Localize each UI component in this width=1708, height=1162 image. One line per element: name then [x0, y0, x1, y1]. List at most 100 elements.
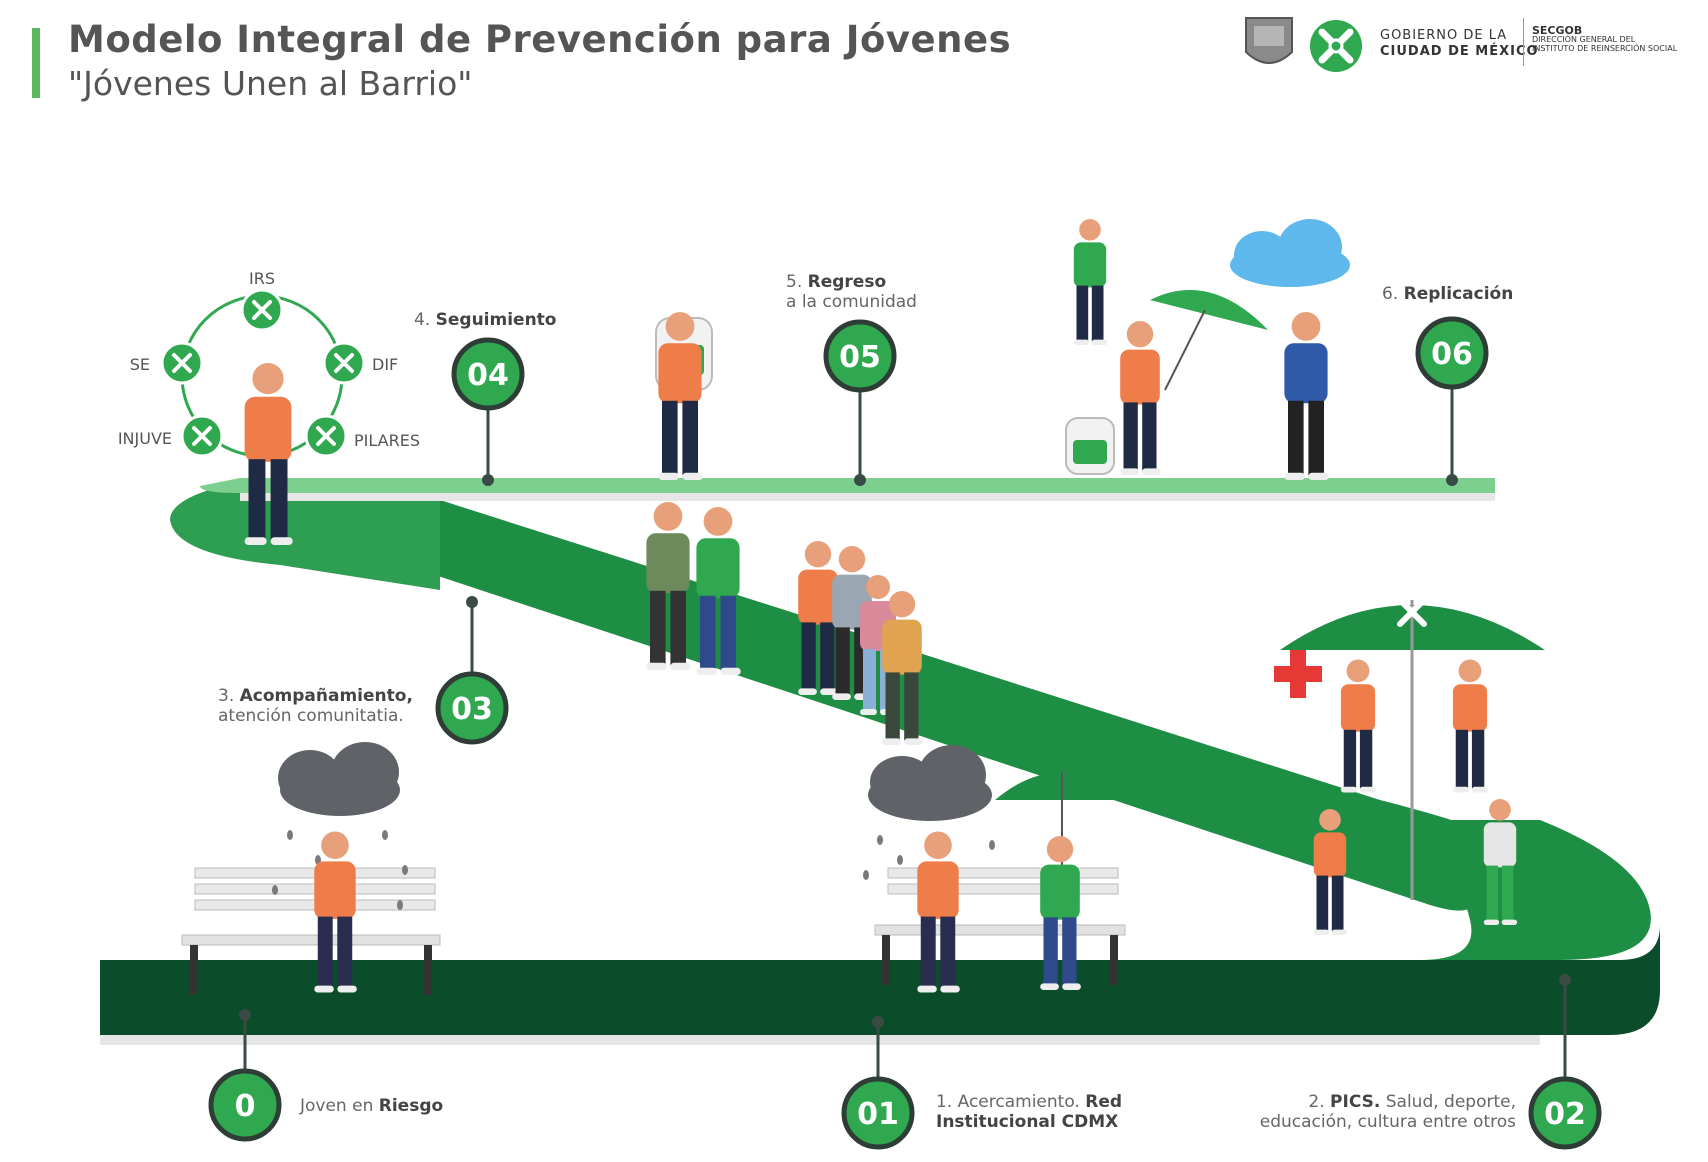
stage-3-prefix: 3.: [218, 686, 240, 706]
page-subtitle: "Jóvenes Unen al Barrio": [68, 64, 473, 103]
umbrella-icon: [995, 772, 1130, 880]
title-accent-bar: [32, 28, 40, 98]
road-bottom-shade: [100, 1035, 1540, 1045]
network-node-injuve: INJUVE: [118, 414, 224, 458]
government-logos: GOBIERNO DE LA CIUDAD DE MÉXICO SECGOB D…: [1240, 12, 1700, 78]
sec-line-3: INSTITUTO DE REINSERCIÓN SOCIAL: [1532, 44, 1678, 53]
stage-1-label: 1. Acercamiento. Red Institucional CDMX: [936, 1092, 1122, 1132]
stage-1-prefix: 1. Acercamiento.: [936, 1092, 1086, 1112]
city-shield-icon: [1245, 17, 1293, 64]
stage-number: 04: [467, 358, 509, 393]
gov-line-1: GOBIERNO DE LA: [1380, 28, 1508, 43]
road-top: [200, 478, 1495, 493]
stage-2-rest: Salud, deporte,: [1380, 1092, 1516, 1112]
person-at-risk-standing: [244, 363, 293, 545]
person-replicating: [1120, 321, 1161, 475]
stage-2-line2: educación, cultura entre otros: [1259, 1112, 1516, 1132]
person-community: [798, 541, 839, 695]
stage-4-prefix: 4.: [414, 310, 436, 330]
stage-1-line2: Institucional CDMX: [936, 1112, 1119, 1132]
stage-number: 06: [1431, 337, 1473, 372]
person-at-risk-sitting: [314, 831, 357, 993]
stage-number: 05: [839, 340, 881, 375]
stage-0-bold: Riesgo: [378, 1096, 444, 1116]
stage-5-label: 5. Regreso a la comunidad: [786, 272, 917, 312]
stage-marker-03: 03: [435, 596, 509, 745]
stage-5-prefix: 5.: [786, 272, 808, 292]
umbrella-icon: [1150, 290, 1268, 391]
stage-number: 01: [857, 1097, 899, 1132]
person-education: [1452, 659, 1489, 793]
network-node-label: DIF: [372, 355, 398, 374]
person-health: [1340, 659, 1377, 793]
person-green-shirt: [1073, 219, 1108, 345]
stage-0-prefix: Joven en: [300, 1096, 379, 1116]
person-sport: [1483, 799, 1518, 925]
person-at-risk-sitting: [917, 831, 960, 993]
network-node-label: PILARES: [354, 431, 420, 450]
cloud-icon: [1230, 219, 1350, 287]
stage-marker-04: 04: [451, 337, 525, 486]
stage-3-label: 3. Acompañamiento, atención comunitatia.: [218, 686, 413, 726]
sec-line-1: SECGOB: [1532, 24, 1583, 37]
stage-5-line2: a la comunidad: [786, 292, 917, 312]
network-node-pilares: PILARES: [304, 414, 420, 458]
network-node-dif: DIF: [322, 341, 398, 385]
stage-2-prefix: 2.: [1308, 1092, 1331, 1112]
person-community: [882, 591, 923, 745]
bench-center: [874, 867, 1126, 985]
backpack-icon: [1065, 417, 1115, 475]
cdmx-logo-icon: [1310, 20, 1362, 72]
stage-5-bold: Regreso: [807, 272, 887, 292]
network-node-label: IRS: [249, 269, 275, 288]
stage-6-label: 6. Replicación: [1382, 284, 1513, 304]
cloud-icon: [868, 745, 992, 821]
person-hooded: [1284, 312, 1329, 480]
stage-2-label: 2. PICS. Salud, deporte, educación, cult…: [1256, 1092, 1516, 1132]
road-curve-left: [170, 480, 440, 590]
stage-marker-01: 01: [841, 1016, 915, 1150]
stage-6-bold: Replicación: [1403, 284, 1514, 304]
network-node-label: SE: [130, 355, 150, 374]
network-nodes: IRS DIF PILARES INJUVE SE: [118, 269, 420, 458]
logo-graphics: [1245, 17, 1362, 72]
stage-3-line2: atención comunitatia.: [218, 706, 404, 726]
sec-line-2: DIRECCIÓN GENERAL DEL: [1532, 35, 1636, 44]
people-illustrations: [244, 219, 1518, 993]
page-title: Modelo Integral de Prevención para Jóven…: [68, 18, 1012, 61]
stage-number: 03: [451, 692, 493, 727]
stage-marker-0: 0: [208, 1009, 282, 1142]
person-with-backpack: [658, 312, 703, 480]
stage-1-bold: Red: [1085, 1092, 1123, 1112]
cloud-icon: [278, 742, 400, 816]
gov-line-2: CIUDAD DE MÉXICO: [1380, 44, 1539, 59]
network-node-irs: IRS: [240, 269, 284, 332]
stage-4-bold: Seguimiento: [435, 310, 557, 330]
network-node-label: INJUVE: [118, 429, 172, 448]
stage-marker-02: 02: [1528, 974, 1602, 1150]
network-node-se: SE: [130, 341, 204, 385]
rain-drops: [272, 830, 995, 910]
stage-number: 02: [1544, 1097, 1586, 1132]
stage-0-label: Joven en Riesgo: [300, 1096, 443, 1116]
road-bottom: [100, 925, 1660, 1035]
stage-4-label: 4. Seguimiento: [414, 310, 556, 330]
stage-3-bold: Acompañamiento,: [239, 686, 413, 706]
person-staff: [646, 502, 691, 670]
person-staff-woman: [696, 507, 741, 675]
stage-6-prefix: 6.: [1382, 284, 1404, 304]
umbrella-icon: [1280, 597, 1545, 900]
first-aid-cross-icon: [1274, 650, 1322, 698]
stage-number: 0: [235, 1089, 256, 1124]
stage-marker-05: 05: [823, 319, 897, 486]
road-top-shade: [240, 493, 1495, 501]
secgob-text: SECGOB DIRECCIÓN GENERAL DEL INSTITUTO D…: [1532, 24, 1678, 53]
stage-markers: 0 01 02 03 04 05 06: [208, 316, 1602, 1150]
logo-divider: [1523, 18, 1524, 66]
person-support-woman: [1040, 836, 1081, 990]
person-culture: [1313, 809, 1348, 935]
stage-2-bold: PICS.: [1330, 1092, 1381, 1112]
gov-text: GOBIERNO DE LA CIUDAD DE MÉXICO: [1380, 28, 1539, 60]
stage-marker-06: 06: [1415, 316, 1489, 486]
